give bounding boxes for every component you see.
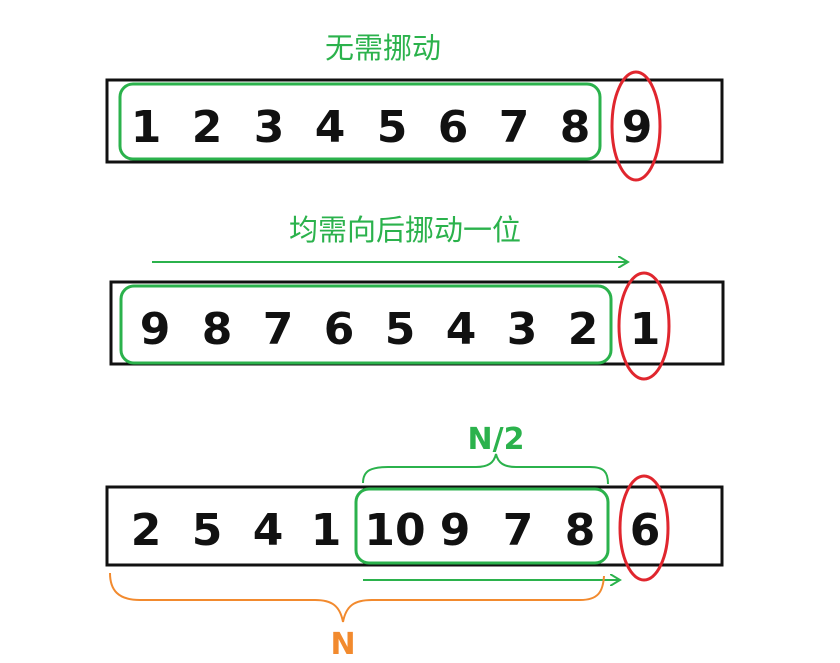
row1-digit: 1: [131, 102, 162, 153]
row2-digit: 5: [385, 304, 416, 355]
row3-digit: 7: [503, 505, 534, 556]
row2-digit: 8: [202, 304, 233, 355]
row1-highlight-circle: [610, 70, 662, 182]
row3-digit: 9: [440, 505, 471, 556]
row-3: N/2 2 5 4 1 10 9 7 8 6 N: [105, 422, 724, 662]
row2-digit: 2: [568, 304, 599, 355]
row3-last-digit: 6: [630, 505, 661, 556]
row1-digit: 2: [192, 102, 223, 153]
row1-digit: 3: [254, 102, 285, 153]
row2-digits: 9 8 7 6 5 4 3 2: [140, 304, 599, 355]
row2-caption: 均需向后挪动一位: [289, 213, 521, 247]
row3-array-box: [105, 485, 724, 567]
row1-digit: 4: [315, 102, 346, 153]
row1-array-box: [105, 78, 724, 164]
row2-digit: 3: [507, 304, 538, 355]
row1-caption: 无需挪动: [325, 31, 441, 65]
row1-last-digit: 9: [622, 102, 653, 153]
row2-highlight-circle: [617, 271, 671, 381]
row3-full-brace: [109, 572, 605, 623]
row3-digit: 8: [565, 505, 596, 556]
row2-last-digit: 1: [630, 304, 661, 355]
row3-highlight-circle: [618, 474, 670, 582]
row2-group-outline: [119, 284, 613, 365]
row1-digit: 8: [560, 102, 591, 153]
row1-digit: 7: [499, 102, 530, 153]
row-1: 无需挪动 1 2 3 4 5 6 7 8 9: [105, 31, 724, 182]
row3-half-label: N/2: [468, 422, 525, 457]
row-2: 均需向后挪动一位 9 8 7 6 5 4 3 2 1: [109, 213, 725, 381]
row3-group-outline: [354, 487, 610, 565]
row3-digits: 2 5 4 1 10 9 7 8: [131, 505, 596, 556]
row2-digit: 4: [446, 304, 477, 355]
row1-digit: 6: [438, 102, 469, 153]
row3-digit: 2: [131, 505, 162, 556]
row2-digit: 6: [324, 304, 355, 355]
row2-digit: 9: [140, 304, 171, 355]
row3-digit: 10: [364, 505, 425, 556]
row1-group-outline: [118, 82, 602, 161]
row1-digit: 5: [377, 102, 408, 153]
row1-digits: 1 2 3 4 5 6 7 8: [131, 102, 591, 153]
row3-half-brace: [362, 453, 609, 485]
row3-digit: 1: [311, 505, 342, 556]
row3-digit: 4: [253, 505, 284, 556]
row3-full-label: N: [330, 627, 355, 658]
row2-digit: 7: [263, 304, 294, 355]
row3-digit: 5: [192, 505, 223, 556]
